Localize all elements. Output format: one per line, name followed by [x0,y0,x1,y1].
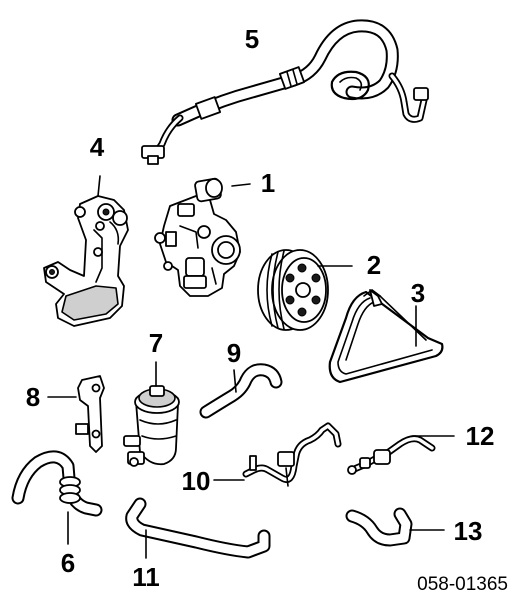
part-9-hose[interactable] [199,363,283,419]
part-7-reservoir[interactable] [123,361,180,467]
callout-2: 2 [367,250,381,280]
catalog-code: 058-01365 [417,574,508,595]
part-2-pulley[interactable] [257,249,353,331]
part-13-hose[interactable] [345,507,445,547]
callout-10: 10 [182,466,211,496]
part-12-pipe[interactable] [347,435,455,475]
callout-6: 6 [61,548,75,578]
callout-9: 9 [227,338,241,368]
part-10-return-tube[interactable] [213,422,342,487]
callout-1: 1 [261,168,275,198]
part-3-belt[interactable] [328,289,444,384]
part-8-bracket[interactable] [47,375,105,453]
callout-13: 13 [454,516,483,546]
part-6-hose[interactable] [11,450,103,545]
callout-3: 3 [411,278,425,308]
callout-12: 12 [466,421,495,451]
callout-11: 11 [132,562,160,592]
part-1-pump[interactable] [154,177,251,297]
callout-5: 5 [245,24,259,54]
part-11-hose[interactable] [125,497,271,559]
callout-8: 8 [26,382,40,412]
part-5-pressure-hose[interactable] [141,19,429,165]
callout-4: 4 [90,132,105,162]
part-4-bracket[interactable] [43,175,129,327]
callout-7: 7 [149,328,163,358]
